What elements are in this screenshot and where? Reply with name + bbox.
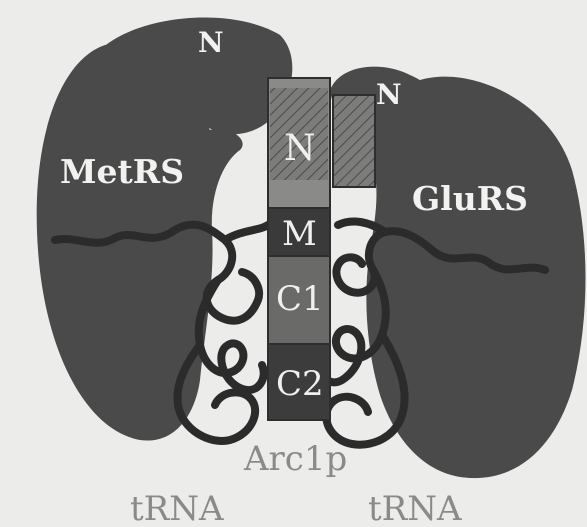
arc1p-segment-label-c1: C1 <box>276 279 324 319</box>
arc1p-segment-label-n: N <box>284 128 316 169</box>
n-label-metrs: N <box>198 26 224 59</box>
glurs-hatched-patch <box>333 95 375 187</box>
metrs-label: MetRS <box>60 152 184 191</box>
trna-right-label: tRNA <box>368 489 462 527</box>
arc1p-segment-label-c2: C2 <box>276 364 324 404</box>
arc1p-label: Arc1p <box>243 439 347 479</box>
n-label-glurs: N <box>376 78 402 111</box>
glurs-label: GluRS <box>412 179 528 218</box>
trna-left-label: tRNA <box>130 489 224 527</box>
arc1p-segment-label-m: M <box>282 214 317 254</box>
